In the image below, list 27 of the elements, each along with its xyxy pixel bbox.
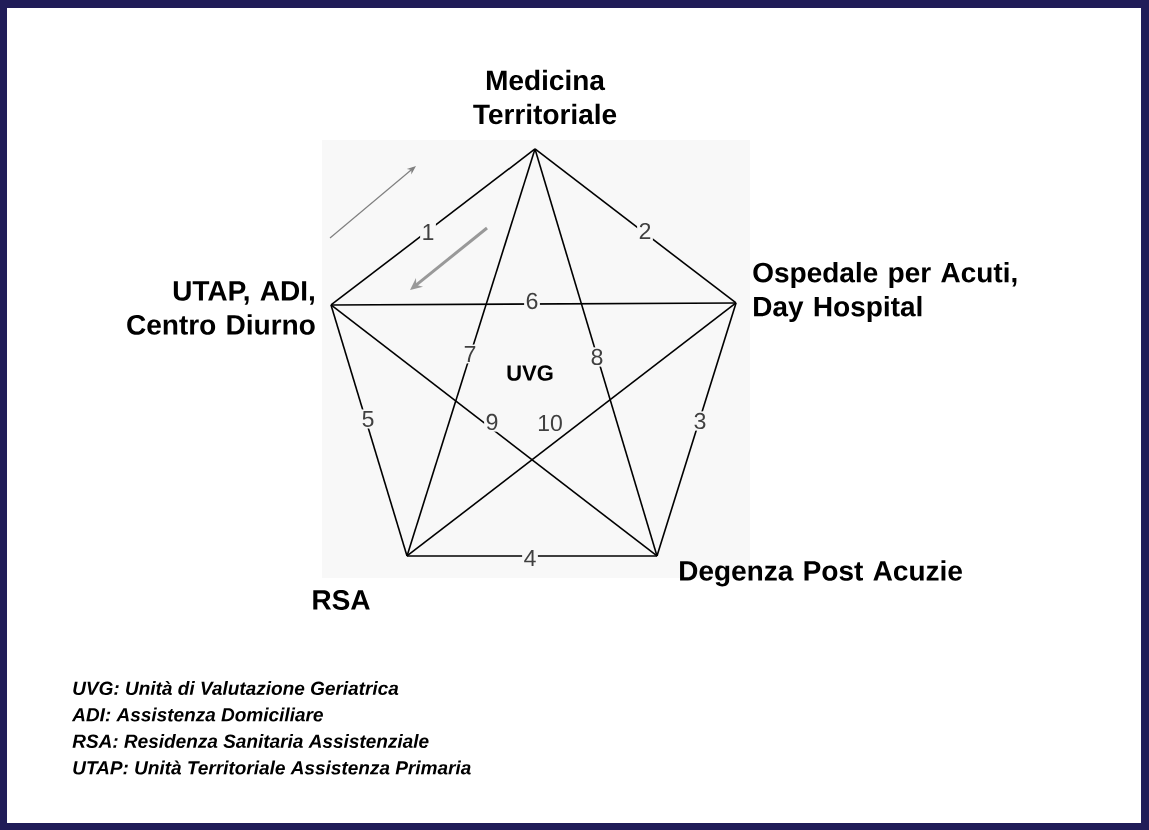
edge-label: 5 [360,409,376,429]
edge-label: 2 [637,221,653,241]
connector-line [330,304,658,557]
connector-line [330,148,536,306]
connector-line [406,148,536,557]
abbreviation-note: UVG: Unità di Valutazione Geriatrica [73,680,399,696]
abbreviation-note: RSA: Residenza Sanitaria Assistenziale [72,734,429,748]
edge-label: 10 [535,413,565,433]
abbreviation-note: UTAP: Unità Territoriale Assistenza Primaria [73,760,471,775]
connector-line [656,302,737,557]
connector-line [534,148,658,557]
edge-label: 3 [692,411,708,431]
edge-label: 8 [589,347,605,367]
connector-line [534,148,737,304]
connector-line [330,304,408,557]
center-label: UVG [507,365,553,381]
node-label: Ospedale per Acuti, Day Hospital [753,261,1017,323]
node-label: Medicina Territoriale [473,69,617,125]
connector-line [330,302,737,306]
abbreviation-note: ADI: Assistenza Domiciliare [71,707,323,722]
node-label: RSA [313,590,370,610]
node-label: Degenza Post Acuzie [680,560,962,587]
edge-label: 9 [484,412,500,432]
connector-line [406,302,737,557]
connector-line [406,555,658,557]
node-label: UTAP, ADI, Centro Diurno [127,281,315,335]
edge-label: 6 [524,291,540,311]
